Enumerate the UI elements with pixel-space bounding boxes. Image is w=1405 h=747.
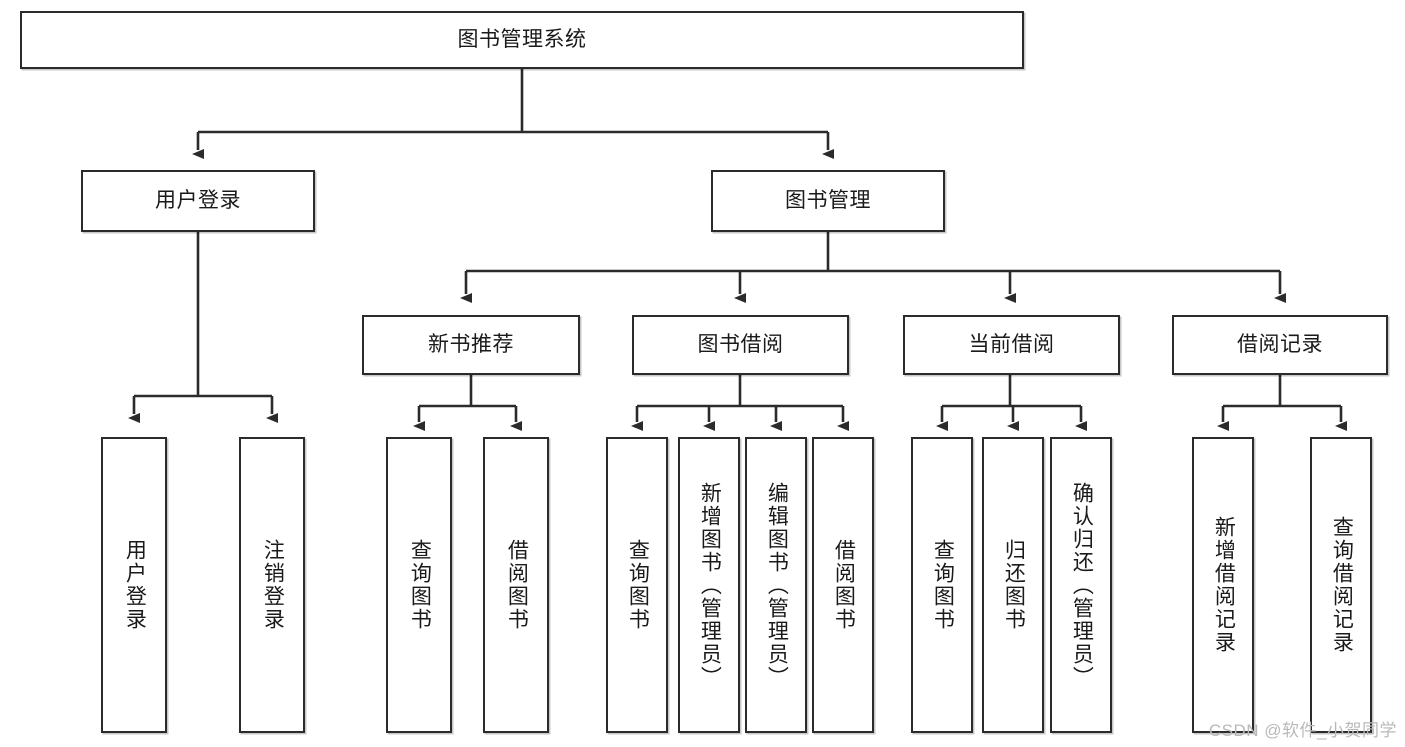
- node-leaf-query-book-cur-label: 查询图书: [931, 539, 955, 631]
- node-borrow-record-label: 借阅记录: [1237, 332, 1323, 356]
- node-leaf-add-record-label: 新增借阅记录: [1212, 516, 1236, 654]
- node-leaf-user-login[interactable]: 用户登录: [101, 437, 167, 733]
- node-leaf-logout[interactable]: 注销登录: [239, 437, 305, 733]
- node-leaf-query-record-label: 查询借阅记录: [1330, 516, 1354, 654]
- node-book-manage[interactable]: 图书管理: [711, 170, 945, 232]
- node-leaf-borrow-book-label: 借阅图书: [832, 539, 856, 631]
- node-leaf-confirm-return-label: 确认归还（管理员）: [1070, 481, 1094, 689]
- node-leaf-query-book-rec-label: 查询图书: [408, 539, 432, 631]
- node-leaf-confirm-return[interactable]: 确认归还（管理员）: [1050, 437, 1112, 733]
- node-leaf-query-record[interactable]: 查询借阅记录: [1310, 437, 1372, 733]
- node-leaf-edit-book-label: 编辑图书（管理员）: [765, 481, 789, 689]
- node-leaf-add-book-label: 新增图书（管理员）: [698, 481, 722, 689]
- node-book-borrow[interactable]: 图书借阅: [632, 315, 849, 375]
- node-leaf-return-book[interactable]: 归还图书: [982, 437, 1044, 733]
- node-root-label: 图书管理系统: [457, 27, 587, 51]
- node-leaf-query-book-borrow[interactable]: 查询图书: [606, 437, 668, 733]
- node-new-book-rec[interactable]: 新书推荐: [362, 315, 580, 375]
- node-root[interactable]: 图书管理系统: [20, 11, 1024, 69]
- node-leaf-borrow-book[interactable]: 借阅图书: [812, 437, 874, 733]
- edge-borrow-record-children: [1217, 375, 1347, 431]
- watermark-text: CSDN @软件_小贺同学: [1208, 721, 1397, 740]
- node-new-book-rec-label: 新书推荐: [428, 332, 514, 356]
- node-book-borrow-label: 图书借阅: [697, 332, 784, 356]
- node-leaf-add-record[interactable]: 新增借阅记录: [1192, 437, 1254, 733]
- node-leaf-borrow-book-rec-label: 借阅图书: [505, 539, 529, 631]
- node-leaf-logout-label: 注销登录: [261, 539, 285, 631]
- node-current-borrow[interactable]: 当前借阅: [903, 315, 1120, 375]
- node-user-login[interactable]: 用户登录: [81, 170, 315, 232]
- edge-new-book-rec-children: [413, 375, 522, 431]
- node-book-manage-label: 图书管理: [785, 188, 871, 212]
- edge-book-manage-trunk: [460, 232, 1286, 303]
- node-leaf-edit-book[interactable]: 编辑图书（管理员）: [745, 437, 807, 733]
- node-current-borrow-label: 当前借阅: [968, 332, 1055, 356]
- node-leaf-user-login-label: 用户登录: [123, 539, 147, 631]
- edge-book-borrow-children: [631, 375, 849, 431]
- node-leaf-query-book-cur[interactable]: 查询图书: [911, 437, 973, 733]
- node-leaf-query-book-rec[interactable]: 查询图书: [386, 437, 452, 733]
- node-borrow-record[interactable]: 借阅记录: [1172, 315, 1388, 375]
- node-leaf-borrow-book-rec[interactable]: 借阅图书: [483, 437, 549, 733]
- node-user-login-label: 用户登录: [155, 188, 241, 212]
- edge-user-login-trunk: [128, 232, 278, 423]
- node-leaf-query-book-borrow-label: 查询图书: [626, 539, 650, 631]
- node-leaf-return-book-label: 归还图书: [1002, 539, 1026, 631]
- edge-current-borrow-children: [936, 375, 1087, 431]
- node-leaf-add-book[interactable]: 新增图书（管理员）: [678, 437, 740, 733]
